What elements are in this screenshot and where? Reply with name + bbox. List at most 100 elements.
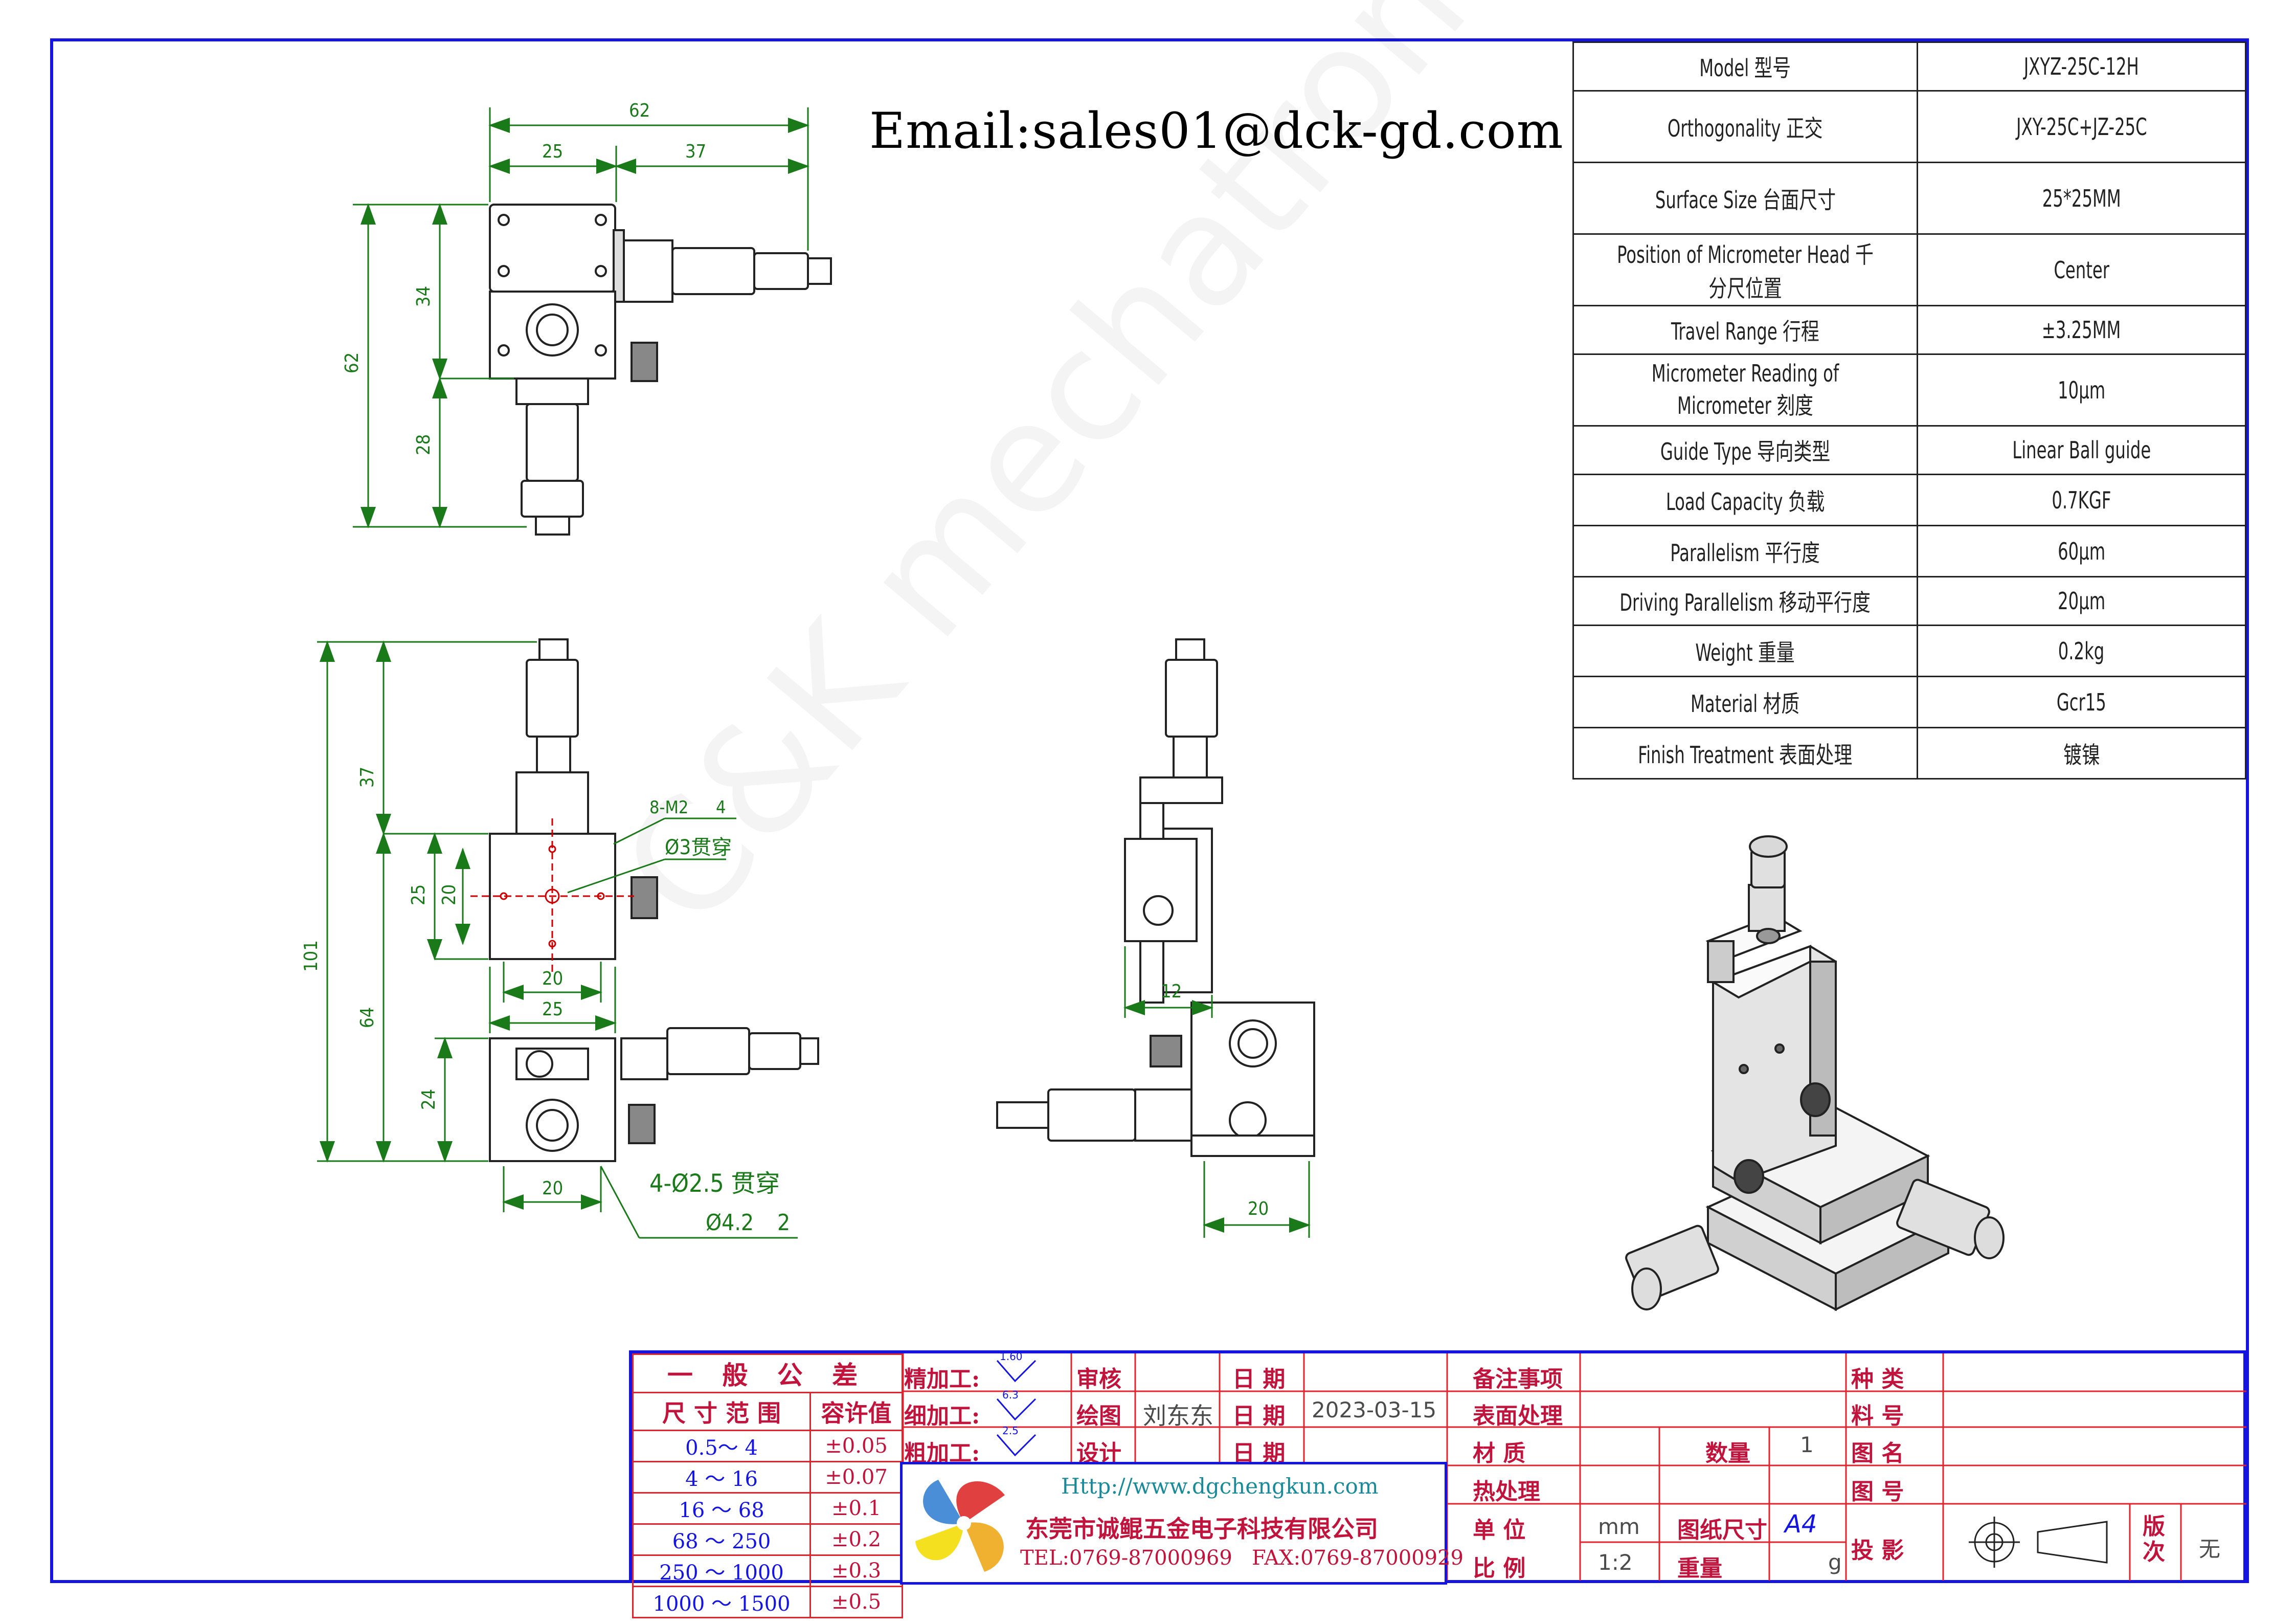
dim-top-37: 37 — [685, 141, 706, 162]
material-label: 材 质 — [1473, 1440, 1526, 1466]
tolerance-range: 1000 ～ 1500 — [632, 1586, 812, 1618]
draw-label: 绘图 — [1076, 1403, 1121, 1429]
front-view-dimensions — [317, 640, 798, 1239]
name-label: 图 名 — [1851, 1440, 1904, 1466]
spec-row: Guide Type 导向类型 Linear Ball guide — [1572, 425, 2246, 475]
note-phi3: Ø3贯穿 — [665, 836, 732, 859]
part-label: 料 号 — [1851, 1403, 1904, 1429]
spec-value-text: 10μm — [2057, 376, 2106, 404]
spec-value: 20μm — [1917, 576, 2246, 626]
spec-value-text: Linear Ball guide — [2012, 436, 2151, 464]
top-view — [489, 204, 832, 536]
spec-key-text: Micrometer Reading of Micrometer 刻度 — [1651, 359, 1839, 419]
dim-front-20h: 20 — [542, 968, 563, 989]
spec-key: Finish Treatment 表面处理 — [1572, 727, 1918, 780]
scale-value: 1:2 — [1598, 1550, 1633, 1575]
dim-front-25h: 25 — [542, 999, 563, 1020]
company-logo — [915, 1480, 1005, 1572]
review-label: 审核 — [1076, 1366, 1121, 1392]
spec-key: Driving Parallelism 移动平行度 — [1572, 576, 1918, 626]
version-label: 版次 — [2143, 1514, 2165, 1565]
projection-label: 投 影 — [1851, 1538, 1904, 1564]
spec-key-text: Model 型号 — [1699, 54, 1791, 82]
paper-value: A4 — [1785, 1510, 1817, 1539]
side-view — [996, 638, 1315, 1157]
tolerance-col1: 尺 寸 范 围 — [632, 1392, 812, 1431]
spec-value-text: 0.2kg — [2058, 637, 2105, 665]
spec-key-text: Material 材质 — [1691, 689, 1800, 718]
dim-top-34: 34 — [413, 286, 434, 307]
tolerance-value: ±0.2 — [809, 1523, 903, 1556]
tolerance-row: 0.5～ 4±0.05 — [632, 1430, 903, 1462]
note-phi25: 4-Ø2.5 贯穿 — [649, 1169, 780, 1198]
spec-value-text: JXYZ-25C-12H — [2023, 53, 2140, 80]
finish-label: 表面处理 — [1473, 1403, 1563, 1429]
tolerance-row: 68 ～ 250±0.2 — [632, 1523, 903, 1556]
spec-value-text: 0.7KGF — [2052, 486, 2111, 514]
spec-value-text: 60μm — [2057, 537, 2106, 565]
note-phi42: Ø4.2 — [706, 1210, 754, 1236]
top-view-dimensions — [353, 107, 809, 528]
spec-value: 镀镍 — [1917, 727, 2246, 780]
tolerance-row: 4 ～ 16±0.07 — [632, 1461, 903, 1494]
spec-key-text: Finish Treatment 表面处理 — [1638, 741, 1853, 769]
spec-value: Center — [1917, 233, 2246, 306]
machining-medium: 细加工: — [904, 1403, 980, 1429]
spec-value: 0.2kg — [1917, 625, 2246, 677]
heat-label: 热处理 — [1473, 1479, 1540, 1505]
spec-key: Model 型号 — [1572, 41, 1918, 92]
version-value: 无 — [2199, 1537, 2221, 1562]
isometric-render — [1625, 835, 2005, 1311]
spec-key: Surface Size 台面尺寸 — [1572, 162, 1918, 235]
spec-key: Orthogonality 正交 — [1572, 90, 1918, 163]
tolerance-row: 16 ～ 68±0.1 — [632, 1492, 903, 1525]
spec-value-text: 20μm — [2057, 587, 2106, 615]
spec-key: Travel Range 行程 — [1572, 305, 1918, 355]
spec-row: Material 材质 Gcr15 — [1572, 676, 2246, 728]
tolerance-value: ±0.05 — [809, 1430, 903, 1462]
weight-unit: g — [1828, 1550, 1842, 1575]
spec-value: JXY-25C+JZ-25C — [1917, 90, 2246, 163]
dim-front-25v: 25 — [408, 884, 429, 905]
spec-key-text: Guide Type 导向类型 — [1660, 438, 1831, 465]
spec-key: Parallelism 平行度 — [1572, 525, 1918, 577]
spec-row: Weight 重量 0.2kg — [1572, 625, 2246, 677]
date-value: 2023-03-15 — [1312, 1397, 1437, 1422]
spec-key: Guide Type 导向类型 — [1572, 425, 1918, 475]
dim-front-24: 24 — [418, 1089, 439, 1110]
side-view-dimensions — [1123, 946, 1311, 1238]
tolerance-value: ±0.3 — [809, 1554, 903, 1587]
tolerance-value: ±0.1 — [809, 1492, 903, 1525]
spec-key-text: Weight 重量 — [1695, 638, 1795, 666]
roughness-rough: 2.5 — [1002, 1425, 1019, 1437]
dim-front-64: 64 — [357, 1007, 378, 1028]
unit-label: 单 位 — [1473, 1517, 1526, 1543]
projection-symbol — [1969, 1517, 2108, 1568]
spec-value: 10μm — [1917, 353, 2246, 427]
tolerance-title: 一 般 公 差 — [632, 1353, 903, 1393]
spec-key-text: Parallelism 平行度 — [1670, 539, 1820, 567]
spec-value: Linear Ball guide — [1917, 425, 2246, 475]
tolerance-range: 68 ～ 250 — [632, 1523, 812, 1556]
spec-row: Finish Treatment 表面处理 镀镍 — [1572, 727, 2246, 780]
machining-fine: 精加工: — [904, 1366, 980, 1392]
spec-row: Surface Size 台面尺寸 25*25MM — [1572, 162, 2246, 235]
spec-value-text: Gcr15 — [2056, 688, 2107, 716]
spec-value: 0.7KGF — [1917, 474, 2246, 526]
tolerance-row: 1000 ～ 1500±0.5 — [632, 1586, 903, 1618]
spec-row: Driving Parallelism 移动平行度 20μm — [1572, 576, 2246, 626]
spec-key: Load Capacity 负载 — [1572, 474, 1918, 526]
company-contact: TEL:0769-87000969 FAX:0769-87000929 — [1020, 1546, 1464, 1570]
drawer-name: 刘东东 — [1143, 1402, 1213, 1430]
kind-label: 种 类 — [1851, 1366, 1904, 1392]
company-box: Http://www.dgchengkun.com 东莞市诚鲲五金电子科技有限公… — [900, 1462, 1464, 1585]
qty-label: 数量 — [1705, 1440, 1750, 1466]
spec-value-text: 25*25MM — [2042, 184, 2121, 212]
dim-side-12: 12 — [1161, 981, 1182, 1002]
